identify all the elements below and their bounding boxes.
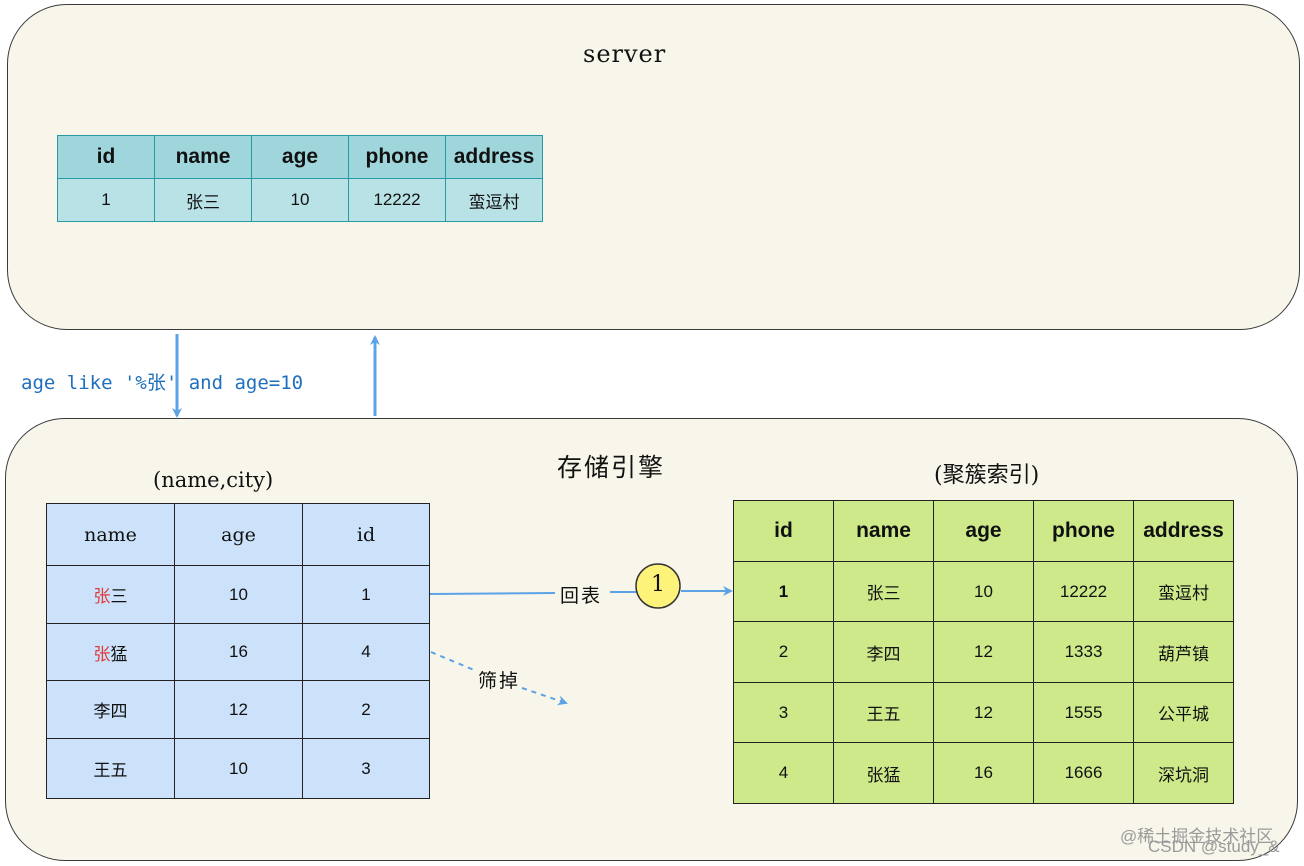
server-col-address: address — [445, 135, 543, 179]
name-rest: 王五 — [93, 761, 128, 780]
sec-age-cell: 12 — [174, 680, 303, 739]
name-rest: 猛 — [110, 644, 128, 664]
sec-id-cell: 4 — [302, 623, 430, 681]
secondary-index-table: name age id 张三 10 1 张猛 16 4 李四 12 2 王五 1… — [46, 503, 430, 799]
secondary-index-row: 李四 12 2 — [46, 680, 430, 739]
clu-cell: 1666 — [1033, 742, 1134, 804]
step-marker-number: 1 — [651, 572, 665, 597]
clu-cell: 葫芦镇 — [1133, 621, 1234, 683]
storage-engine-title: 存储引擎 — [557, 453, 666, 482]
clustered-index-table: id name age phone address 1 张三 10 12222 … — [733, 500, 1234, 804]
server-cell: 张三 — [154, 178, 252, 222]
server-result-table: id name age phone address 1 张三 10 12222 … — [57, 135, 543, 222]
server-cell: 蛮逗村 — [445, 178, 543, 222]
back-to-table-line — [429, 592, 556, 595]
sec-id-cell: 3 — [302, 738, 430, 799]
clu-cell: 蛮逗村 — [1133, 561, 1234, 622]
server-table-row: 1 张三 10 12222 蛮逗村 — [57, 178, 543, 222]
clu-cell: 王五 — [833, 682, 934, 743]
clu-cell: 张三 — [833, 561, 934, 622]
sec-col-name: name — [46, 503, 175, 566]
name-rest: 李四 — [93, 702, 128, 721]
sec-age-cell: 16 — [174, 623, 303, 681]
clu-cell: 12 — [933, 621, 1034, 683]
clu-cell: 2 — [733, 621, 834, 683]
clustered-index-header: id name age phone address — [733, 500, 1234, 562]
clu-cell: 1 — [733, 561, 834, 622]
sec-col-id: id — [302, 503, 430, 566]
clustered-index-title: (聚簇索引) — [934, 463, 1040, 488]
sec-name-cell: 李四 — [46, 680, 175, 739]
clustered-index-row: 1 张三 10 12222 蛮逗村 — [733, 561, 1234, 622]
secondary-index-header: name age id — [46, 503, 430, 566]
secondary-index-row: 张三 10 1 — [46, 565, 430, 624]
clu-col-phone: phone — [1033, 500, 1134, 562]
clu-cell: 10 — [933, 561, 1034, 622]
clu-col-name: name — [833, 500, 934, 562]
clu-col-age: age — [933, 500, 1034, 562]
back-to-table-label: 回表 — [560, 585, 603, 607]
sec-age-cell: 10 — [174, 565, 303, 624]
sec-name-cell: 王五 — [46, 738, 175, 799]
server-cell: 1 — [57, 178, 155, 222]
clu-cell: 16 — [933, 742, 1034, 804]
filtered-dashed-line — [430, 651, 475, 671]
query-label: age like '%张' and age=10 — [21, 372, 304, 394]
secondary-index-row: 王五 10 3 — [46, 738, 430, 799]
server-title: server — [583, 40, 667, 68]
secondary-index-title: (name,city) — [153, 468, 274, 492]
sec-id-cell: 1 — [302, 565, 430, 624]
clustered-index-row: 4 张猛 16 1666 深坑洞 — [733, 742, 1234, 804]
watermark-line-1: @稀土掘金技术社区 — [1120, 827, 1274, 846]
server-cell: 10 — [251, 178, 349, 222]
name-prefix: 张 — [93, 587, 111, 606]
clu-cell: 李四 — [833, 621, 934, 683]
filtered-dashed-arrow — [521, 687, 568, 706]
name-prefix: 张 — [93, 644, 111, 664]
sec-name-cell: 张三 — [46, 565, 175, 624]
clustered-index-row: 2 李四 12 1333 葫芦镇 — [733, 621, 1234, 683]
watermark-line-2: CSDN @study_& — [1148, 837, 1280, 856]
clu-cell: 深坑洞 — [1133, 742, 1234, 804]
server-col-name: name — [154, 135, 252, 179]
filtered-label: 筛掉 — [478, 670, 521, 692]
clu-cell: 12 — [933, 682, 1034, 743]
clu-cell: 3 — [733, 682, 834, 743]
clu-cell: 4 — [733, 742, 834, 804]
server-table-header: id name age phone address — [57, 135, 543, 179]
clu-cell: 1333 — [1033, 621, 1134, 683]
clu-cell: 张猛 — [833, 742, 934, 804]
clu-col-id: id — [733, 500, 834, 562]
server-cell: 12222 — [348, 178, 446, 222]
clu-cell: 公平城 — [1133, 682, 1234, 743]
sec-age-cell: 10 — [174, 738, 303, 799]
sec-col-age: age — [174, 503, 303, 566]
step-marker-circle — [635, 563, 681, 609]
name-rest: 三 — [110, 587, 128, 606]
clu-cell: 12222 — [1033, 561, 1134, 622]
